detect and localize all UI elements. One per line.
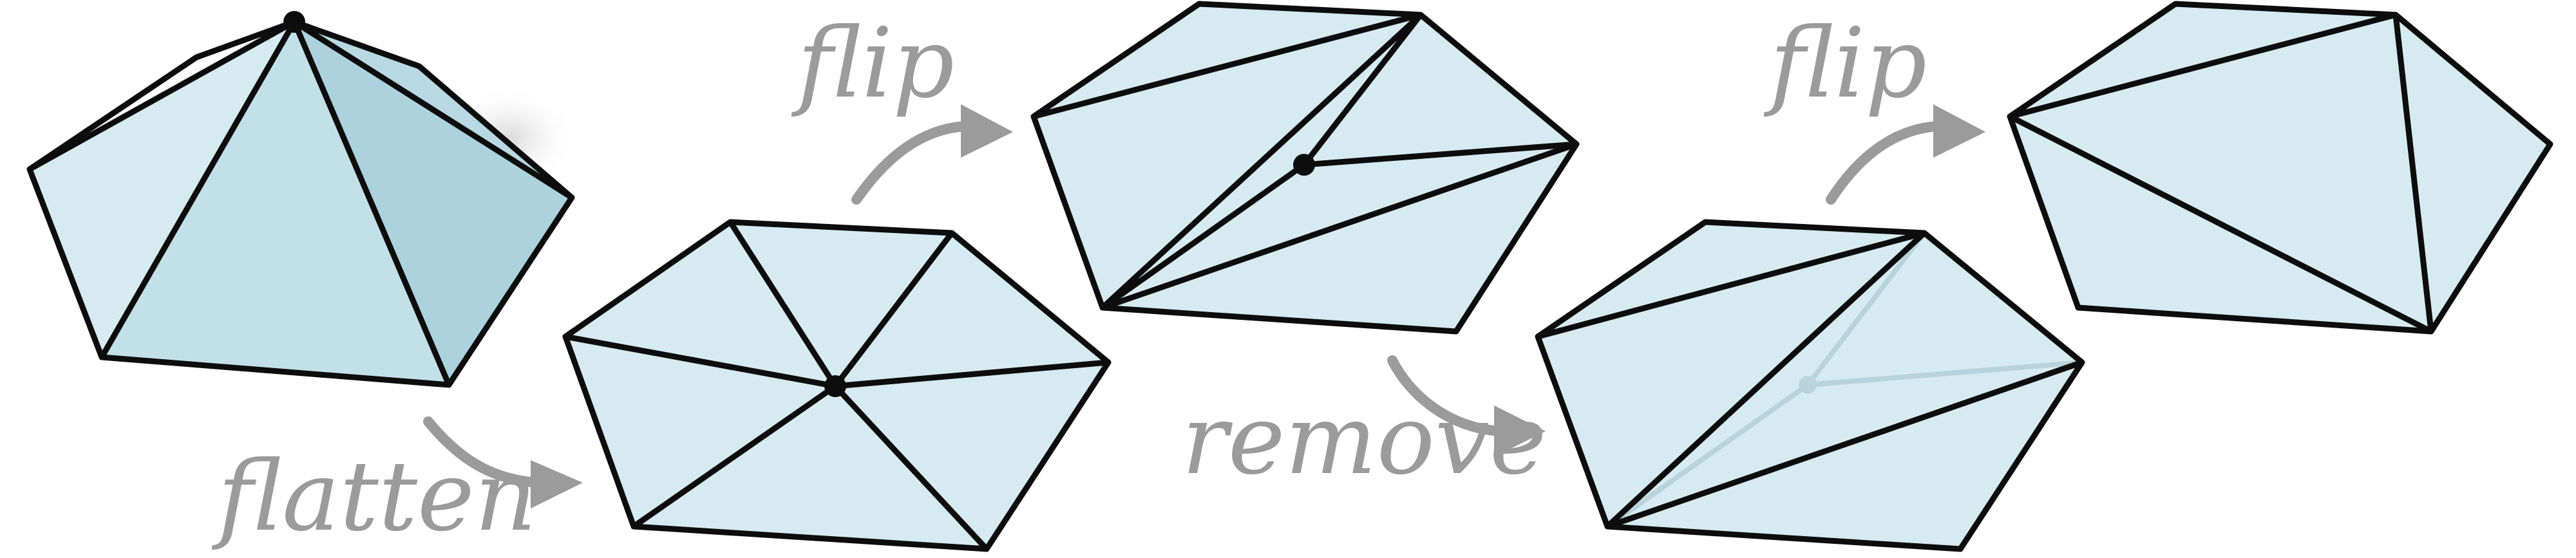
- remove-arrow: [1387, 355, 1546, 457]
- pyramid-face-right: [294, 22, 572, 385]
- flip-arrow-second: [1826, 104, 1985, 205]
- pyramid-apex-vertex: [283, 11, 305, 33]
- flipped-edges: [1030, 1, 1580, 335]
- removed-vertex-mesh: [1535, 219, 2085, 552]
- flipped-center-vertex: [1293, 154, 1315, 176]
- flattened-edges: [562, 219, 1112, 552]
- final-hexagon-fill: [2010, 4, 2550, 331]
- flip-arrow-first: [851, 104, 1013, 205]
- pyramid-face-front: [102, 22, 449, 385]
- removed-edges: [1535, 219, 2085, 552]
- flip-label-first: flip: [791, 8, 954, 120]
- flip-label-second: flip: [1763, 8, 1927, 120]
- pyramid-mesh: [26, 11, 580, 388]
- removed-ghost-edges: [1605, 230, 2085, 529]
- pyramid-edges: [26, 19, 575, 388]
- flatten-arrow: [423, 416, 583, 508]
- final-edges: [2007, 1, 2553, 335]
- flatten-label: flatten: [211, 441, 536, 553]
- final-mesh: [2007, 1, 2553, 335]
- flattened-center-vertex: [824, 375, 846, 397]
- removed-ghost-vertex: [1799, 376, 1817, 394]
- remove-label: remove: [1182, 384, 1547, 496]
- flattened-mesh: [562, 219, 1112, 552]
- flipped-mesh: [1030, 1, 1580, 335]
- pyramid-face-left: [30, 22, 294, 357]
